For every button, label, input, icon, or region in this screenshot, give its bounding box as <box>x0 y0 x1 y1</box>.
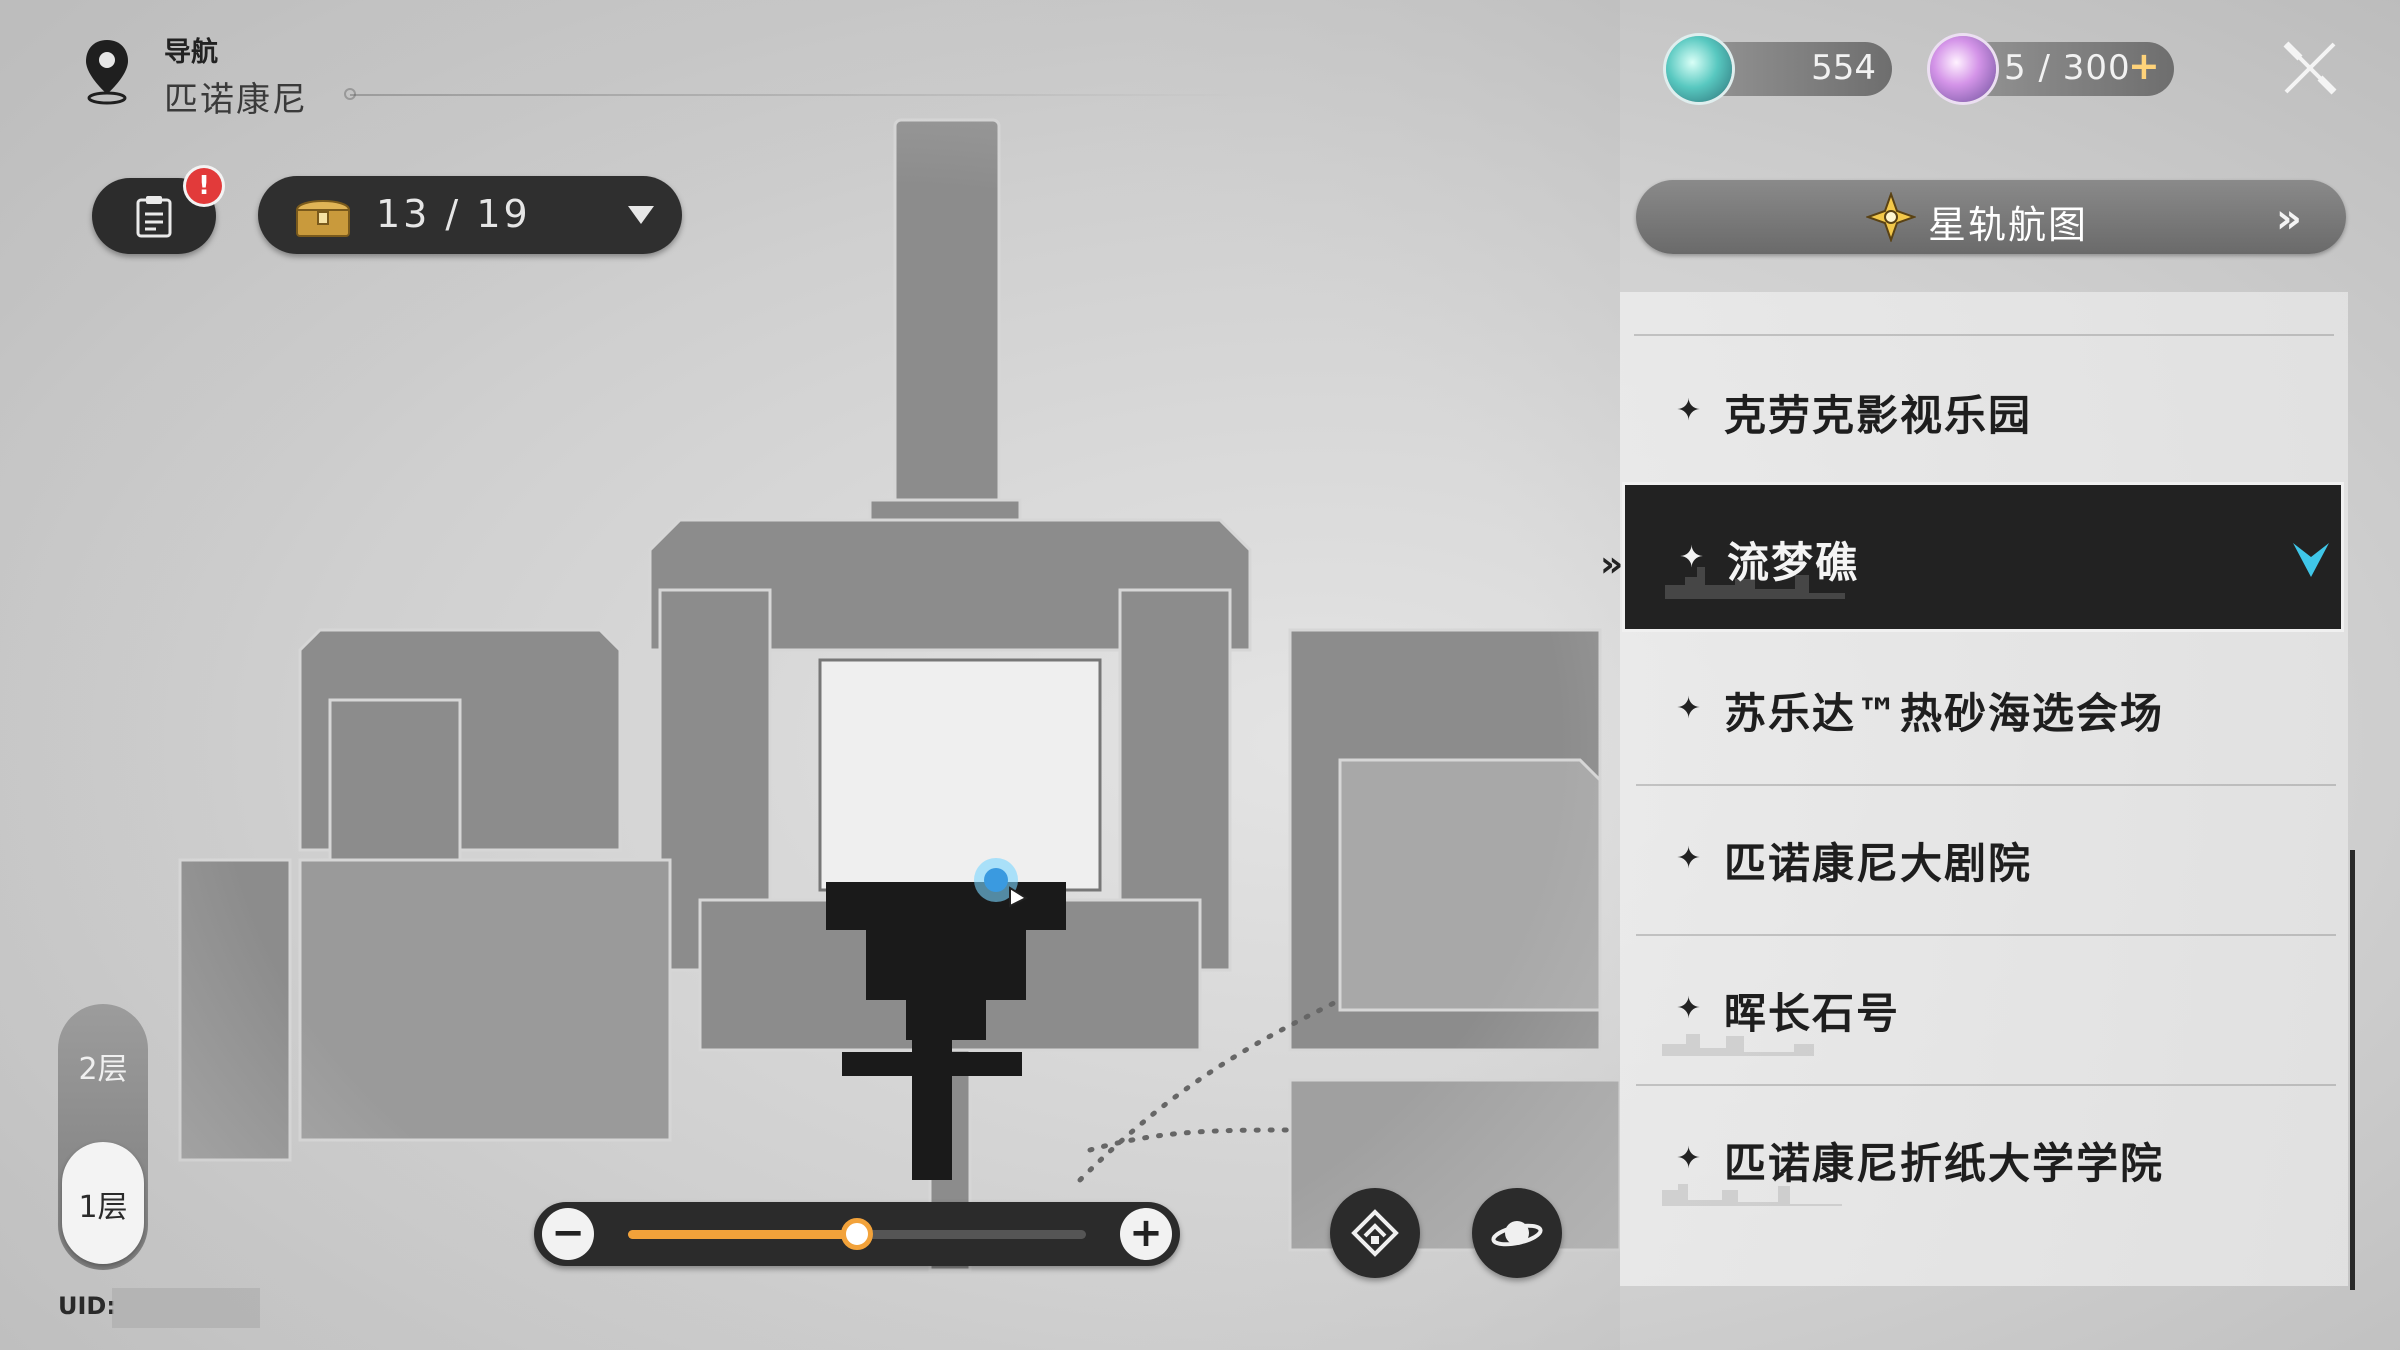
location-label: 流梦礁 <box>1727 538 1860 587</box>
city-skyline-icon <box>1662 1184 1842 1206</box>
zoom-slider[interactable] <box>628 1218 1086 1250</box>
location-label: 苏乐达™热砂海选会场 <box>1724 689 2165 738</box>
floor-1-label: 1层 <box>78 1190 128 1225</box>
double-chevron-right-icon: » <box>2276 196 2302 242</box>
list-scrollbar[interactable] <box>2350 850 2355 1290</box>
trailblaze-power-value: 5 / 300 <box>2004 48 2131 88</box>
planet-icon <box>1491 1221 1543 1247</box>
star-rail-map-label: 星轨航图 <box>1928 203 2089 247</box>
recenter-button[interactable] <box>1330 1188 1420 1278</box>
stellar-jade-value: 554 <box>1811 48 1876 88</box>
clipboard-icon <box>136 196 172 238</box>
location-label: 匹诺康尼折纸大学学院 <box>1724 1139 2165 1188</box>
list-bullet-icon: ✦ <box>1676 841 1702 876</box>
floor-2-button[interactable]: 2层 <box>78 1052 128 1087</box>
selected-pointer-icon: » <box>1600 544 1624 585</box>
list-bullet-icon: ✦ <box>1676 991 1702 1026</box>
close-icon[interactable] <box>2278 36 2342 100</box>
alert-badge: ! <box>186 168 222 204</box>
nav-place-title: 匹诺康尼 <box>164 80 308 120</box>
list-divider <box>1636 784 2336 786</box>
list-bullet-icon: ✦ <box>1679 540 1705 575</box>
selected-check-icon <box>2293 543 2329 577</box>
city-skyline-icon <box>1665 567 1845 599</box>
list-divider <box>1636 1084 2336 1086</box>
nav-divider-dot <box>344 88 356 100</box>
list-bullet-icon: ✦ <box>1676 393 1702 428</box>
location-label: 晖长石号 <box>1724 989 1901 1038</box>
nav-divider-line <box>350 94 1250 96</box>
location-item[interactable]: ✦ 苏乐达™热砂海选会场 <box>1622 636 2344 786</box>
map-pin-icon <box>86 40 128 105</box>
list-divider <box>1636 934 2336 936</box>
add-power-button[interactable]: + <box>2128 44 2160 88</box>
location-list-panel <box>1620 292 2348 1286</box>
home-diamond-icon <box>1351 1209 1399 1257</box>
list-divider <box>1634 334 2334 336</box>
zoom-in-button[interactable]: + <box>1120 1208 1172 1260</box>
location-item-selected[interactable]: ✦ 流梦礁 <box>1622 482 2344 632</box>
chevron-down-icon <box>628 206 654 224</box>
star-rail-map-button[interactable]: 星轨航图 » <box>1636 180 2346 254</box>
location-item[interactable]: ✦ 匹诺康尼大剧院 <box>1622 786 2344 936</box>
city-skyline-icon <box>1662 1034 1842 1056</box>
location-label: 匹诺康尼大剧院 <box>1724 839 2033 888</box>
treasure-counter-dropdown[interactable]: 13 / 19 <box>258 176 682 254</box>
location-item[interactable]: ✦ 匹诺康尼折纸大学学院 <box>1622 1086 2344 1236</box>
nav-label: 导航 <box>164 37 218 68</box>
trailblaze-power-icon <box>1930 36 1996 102</box>
map-canvas[interactable] <box>0 0 1620 1350</box>
zoom-out-button[interactable]: − <box>542 1208 594 1260</box>
zoom-slider-fill <box>628 1230 857 1239</box>
treasure-chest-icon <box>295 200 351 237</box>
uid-value-masked <box>112 1288 260 1328</box>
world-switch-button[interactable] <box>1472 1188 1562 1278</box>
list-bullet-icon: ✦ <box>1676 691 1702 726</box>
list-bullet-icon: ✦ <box>1676 1141 1702 1176</box>
location-item[interactable]: ✦ 克劳克影视乐园 <box>1622 338 2344 488</box>
stellar-jade-icon <box>1666 36 1732 102</box>
compass-star-icon <box>1866 192 1916 242</box>
floor-1-button[interactable] <box>62 1142 144 1264</box>
uid-label: UID: <box>58 1292 116 1320</box>
location-label: 克劳克影视乐园 <box>1724 391 2033 440</box>
location-item[interactable]: ✦ 晖长石号 <box>1622 936 2344 1086</box>
treasure-count: 13 / 19 <box>376 192 531 236</box>
zoom-slider-handle[interactable] <box>841 1218 873 1250</box>
